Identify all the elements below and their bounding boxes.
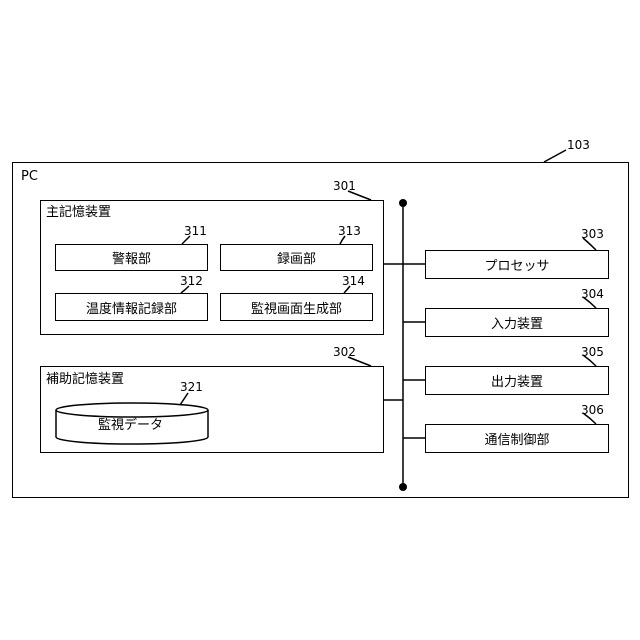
- module-alarm-ref: 311: [184, 225, 207, 237]
- device-processor: プロセッサ: [425, 250, 609, 279]
- pc-ref: 103: [567, 139, 590, 151]
- module-temperature-record-ref: 312: [180, 275, 203, 287]
- module-temperature-record: 温度情報記録部: [55, 293, 208, 321]
- module-monitor-screen-ref: 314: [342, 275, 365, 287]
- device-input-label: 入力装置: [491, 313, 543, 332]
- device-processor-label: プロセッサ: [484, 255, 549, 274]
- device-communication-label: 通信制御部: [484, 429, 549, 448]
- device-processor-ref: 303: [581, 228, 604, 240]
- module-temperature-record-label: 温度情報記録部: [86, 298, 177, 317]
- module-monitor-screen: 監視画面生成部: [220, 293, 373, 321]
- db-ref: 321: [180, 381, 203, 393]
- main-storage-ref: 301: [333, 180, 356, 192]
- device-output-ref: 305: [581, 346, 604, 358]
- module-monitor-screen-label: 監視画面生成部: [251, 298, 342, 317]
- device-input: 入力装置: [425, 308, 609, 337]
- pc-label: PC: [21, 170, 38, 184]
- device-communication: 通信制御部: [425, 424, 609, 453]
- aux-storage-ref: 302: [333, 346, 356, 358]
- device-output: 出力装置: [425, 366, 609, 395]
- module-alarm: 警報部: [55, 244, 208, 271]
- module-alarm-label: 警報部: [112, 248, 151, 267]
- device-communication-ref: 306: [581, 404, 604, 416]
- main-storage-label: 主記憶装置: [46, 206, 111, 220]
- module-recording-ref: 313: [338, 225, 361, 237]
- module-recording-label: 録画部: [277, 248, 316, 267]
- module-recording: 録画部: [220, 244, 373, 271]
- aux-storage-label: 補助記憶装置: [46, 373, 124, 387]
- pc-ref-leader: [544, 150, 566, 162]
- db-label: 監視データ: [98, 419, 163, 433]
- device-output-label: 出力装置: [491, 371, 543, 390]
- device-input-ref: 304: [581, 288, 604, 300]
